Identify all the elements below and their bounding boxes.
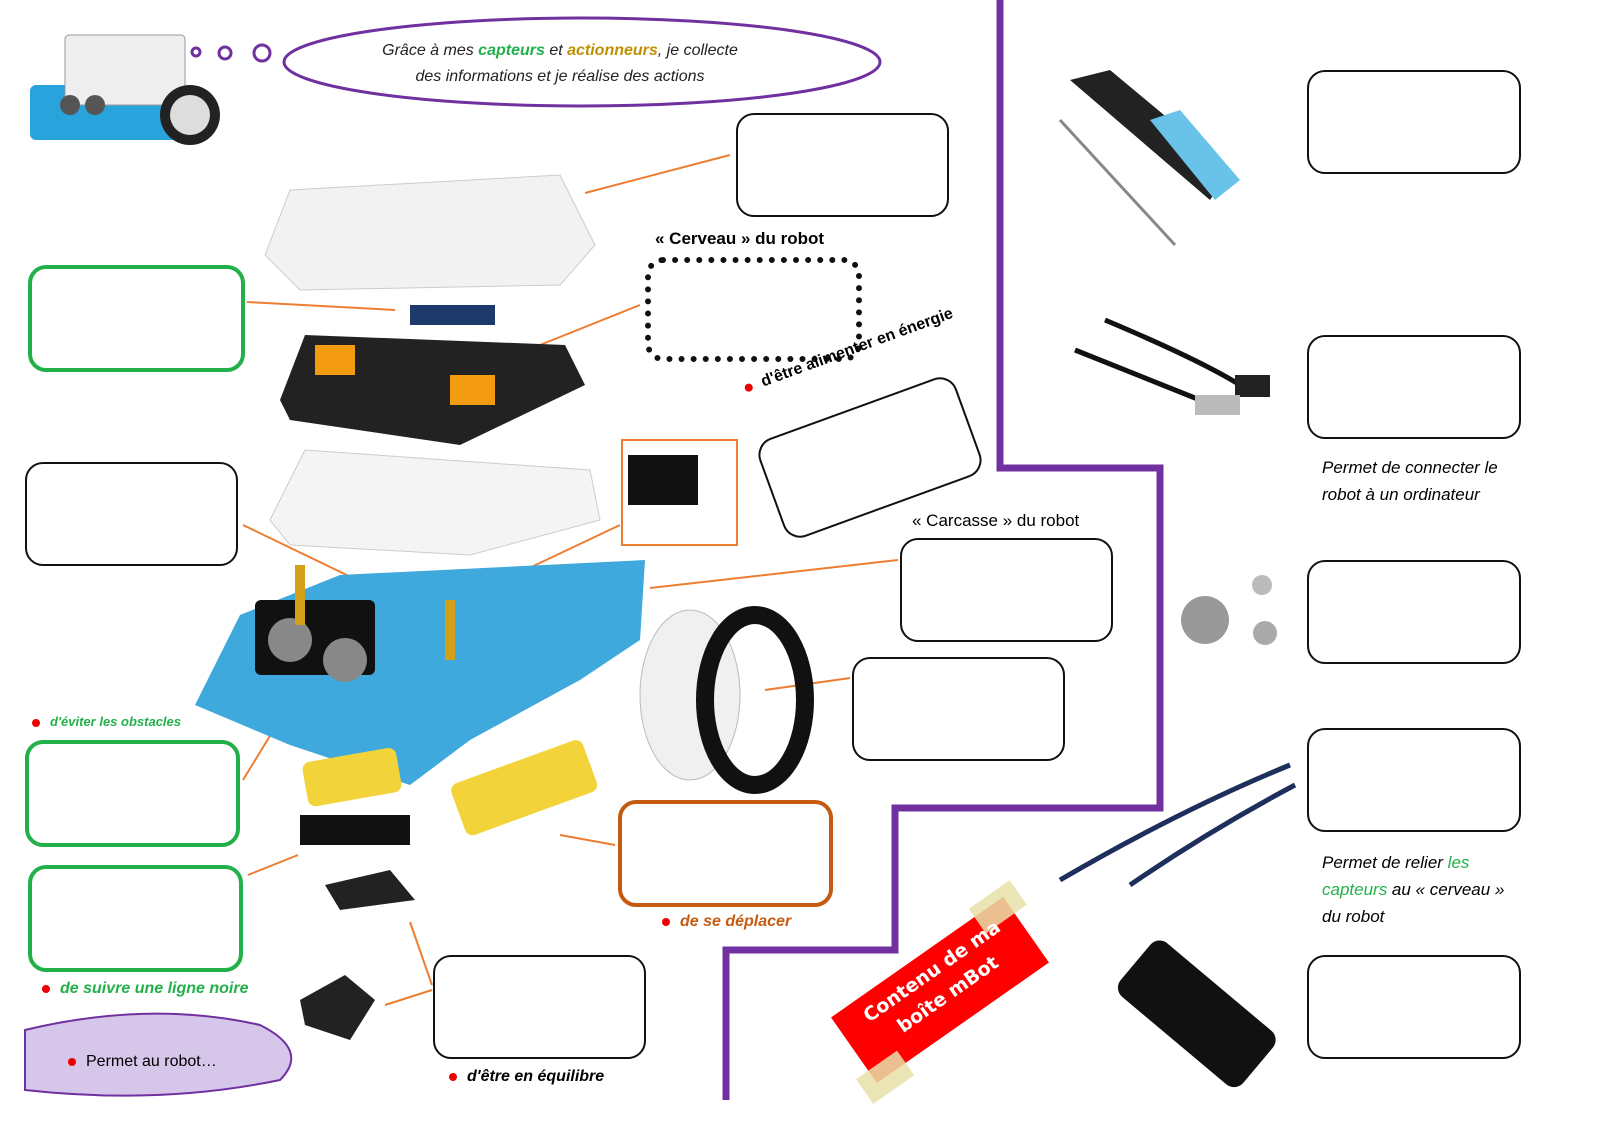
bubble-text-part: et bbox=[544, 42, 568, 59]
label-obstacles-text: d'éviter les obstacles bbox=[50, 714, 181, 729]
screws-image bbox=[1181, 575, 1277, 645]
bubble-text-part: Grâce à mes bbox=[382, 42, 479, 59]
bullet-icon bbox=[68, 1057, 76, 1066]
label-usb-description: Permet de connecter le robot à un ordina… bbox=[1322, 454, 1498, 508]
rj-desc-les: les bbox=[1447, 853, 1470, 872]
permet-bubble bbox=[24, 1012, 293, 1097]
label-deplacer: de se déplacer bbox=[662, 913, 791, 931]
label-obstacles: d'éviter les obstacles bbox=[32, 714, 181, 729]
label-ligne-text: de suivre une ligne noire bbox=[60, 980, 249, 997]
label-equilibre: d'être en équilibre bbox=[449, 1068, 604, 1086]
bubble-text-part: , je collecte bbox=[657, 42, 738, 59]
label-equilibre-text: d'être en équilibre bbox=[467, 1068, 605, 1085]
mbot-illustration bbox=[30, 34, 220, 145]
answer-box-sensor-bluetooth[interactable] bbox=[28, 265, 245, 372]
label-permet-robot: Permet au robot… bbox=[68, 1053, 217, 1071]
label-deplacer-text: de se déplacer bbox=[680, 913, 792, 930]
usb-cable-image bbox=[1074, 317, 1270, 415]
usb-desc-line1: Permet de connecter le bbox=[1322, 458, 1498, 477]
keyword-capteurs: capteurs bbox=[478, 42, 545, 59]
bullet-icon bbox=[743, 382, 754, 393]
thought-bubble bbox=[282, 16, 882, 108]
answer-box-rj25[interactable] bbox=[1307, 728, 1521, 832]
answer-box-chassis[interactable] bbox=[900, 538, 1113, 642]
section-divider bbox=[722, 0, 1164, 1100]
bullet-icon bbox=[42, 984, 50, 993]
answer-box-spacers[interactable] bbox=[25, 462, 238, 566]
rj-desc-part: au « cerveau » bbox=[1387, 880, 1505, 899]
answer-box-remote[interactable] bbox=[1307, 955, 1521, 1059]
rj-desc-line3: du robot bbox=[1322, 907, 1385, 926]
bubble-text-line2: des informations et je réalise des actio… bbox=[415, 68, 705, 85]
rj-desc-part: Permet de relier bbox=[1322, 853, 1448, 872]
answer-box-caster[interactable] bbox=[433, 955, 646, 1059]
answer-box-screwdriver[interactable] bbox=[1307, 70, 1521, 174]
answer-box-motors[interactable] bbox=[618, 800, 833, 907]
screwdriver-image bbox=[1058, 70, 1240, 247]
keyword-actionneurs: actionneurs bbox=[567, 42, 658, 59]
answer-box-usb[interactable] bbox=[1307, 335, 1521, 439]
answer-box-screws[interactable] bbox=[1307, 560, 1521, 664]
answer-box-line-follower[interactable] bbox=[28, 865, 243, 972]
answer-box-brain[interactable] bbox=[645, 257, 862, 362]
exploded-robot bbox=[195, 174, 814, 1040]
remote-control-image bbox=[1117, 940, 1276, 1088]
bubble-text: Grâce à mes capteurs et actionneurs, je … bbox=[330, 38, 790, 90]
rj-desc-capteurs: capteurs bbox=[1322, 880, 1388, 899]
answer-box-wheel[interactable] bbox=[852, 657, 1065, 761]
arrows bbox=[242, 154, 899, 1006]
bullet-icon bbox=[32, 718, 40, 727]
label-ligne: de suivre une ligne noire bbox=[42, 980, 249, 998]
answer-box-ultrasonic[interactable] bbox=[25, 740, 240, 847]
label-rj25-description: Permet de relier les capteurs au « cerve… bbox=[1322, 849, 1504, 930]
label-carcasse: « Carcasse » du robot bbox=[912, 511, 1080, 530]
usb-desc-line2: robot à un ordinateur bbox=[1322, 485, 1480, 504]
label-cerveau: « Cerveau » du robot bbox=[655, 229, 825, 248]
answer-box-cover[interactable] bbox=[736, 113, 949, 217]
bullet-icon bbox=[449, 1072, 457, 1081]
label-permet-robot-text: Permet au robot… bbox=[86, 1053, 217, 1070]
rj25-cable-image bbox=[1058, 762, 1297, 888]
bullet-icon bbox=[662, 917, 670, 926]
tape-label bbox=[831, 880, 1049, 1104]
